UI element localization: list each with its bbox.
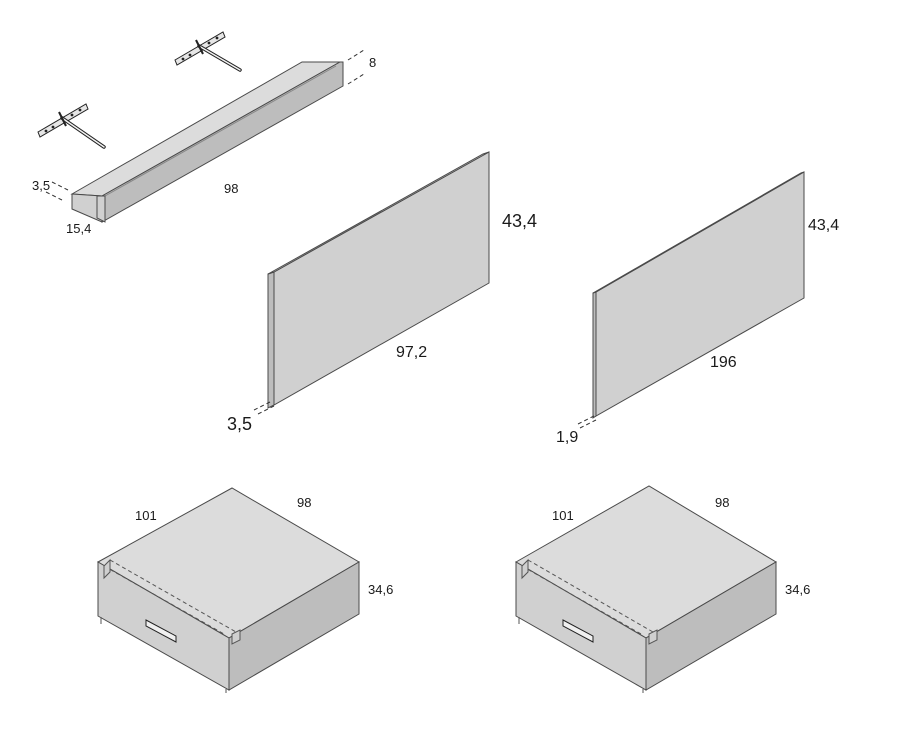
panel-large: 43,4 196 1,9 — [556, 171, 839, 446]
drawer-right: 101 98 34,6 — [515, 485, 810, 693]
drawer-right-width-label: 101 — [552, 508, 574, 523]
drawer-right-depth-label: 98 — [715, 495, 729, 510]
panel-small-thickness-label: 3,5 — [227, 414, 252, 434]
shelf-width-label: 98 — [224, 181, 238, 196]
drawer-left-width-label: 101 — [135, 508, 157, 523]
wall-shelf: 8 3,5 98 15,4 — [32, 31, 376, 236]
shelf-bracket-left — [37, 103, 106, 149]
shelf-bracket-right — [174, 31, 242, 72]
panel-small-width-label: 97,2 — [396, 344, 427, 361]
drawer-right-handle — [562, 619, 594, 643]
shelf-height-label: 8 — [369, 55, 376, 70]
panel-large-thickness-label: 1,9 — [556, 429, 578, 446]
shelf-length-label: 15,4 — [66, 221, 91, 236]
drawer-left-depth-label: 98 — [297, 495, 311, 510]
drawer-left-height-label: 34,6 — [368, 582, 393, 597]
panel-small-height-label: 43,4 — [502, 211, 537, 231]
shelf-depth-label: 3,5 — [32, 178, 50, 193]
panel-large-height-label: 43,4 — [808, 217, 839, 234]
shelf-board — [70, 61, 344, 223]
panel-large-width-label: 196 — [710, 354, 737, 371]
drawer-right-height-label: 34,6 — [785, 582, 810, 597]
panel-small: 43,4 97,2 3,5 — [227, 151, 537, 434]
drawer-left: 101 98 34,6 — [96, 487, 393, 693]
drawer-left-handle — [145, 619, 177, 643]
